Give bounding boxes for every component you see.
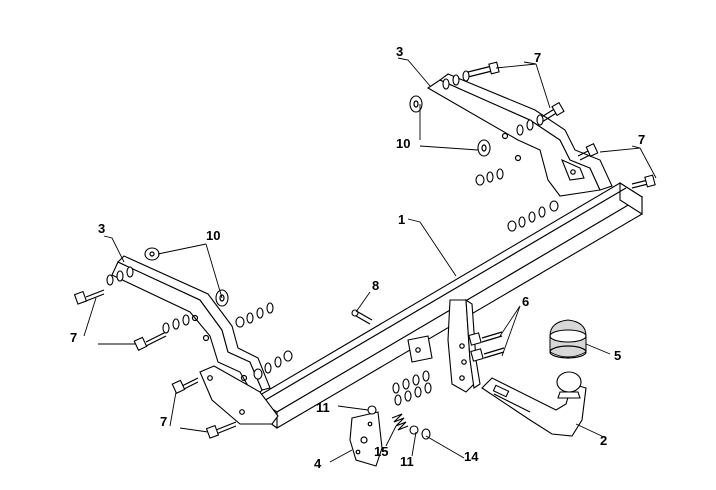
label-part-7-left: 7 [70,330,77,345]
label-part-15: 15 [374,444,388,459]
label-part-6: 6 [522,294,529,309]
bolt-left-top [73,289,105,305]
nuts-center [392,370,432,406]
socket-holder-bracket [407,335,433,363]
tow-ball-neck [481,371,587,437]
spacer-washer-left [144,247,229,307]
label-part-10-upper: 10 [396,136,410,151]
bolt-left-low [171,377,199,394]
center-bracket [447,298,481,393]
label-part-14: 14 [464,449,479,464]
leader-lines [83,57,657,463]
spacer-washer-upper [409,95,491,157]
bolt-socket-lower [470,347,505,362]
label-part-1: 1 [398,212,405,227]
label-part-10-lower: 10 [206,228,220,243]
label-part-8: 8 [372,278,379,293]
label-part-3-upper: 3 [396,44,403,59]
bolt-left-mid [133,331,167,351]
label-part-3-lower: 3 [98,221,105,236]
label-part-4: 4 [314,456,322,471]
bolt-center-short [351,309,373,325]
bolt-socket-upper [468,331,503,346]
label-part-7-right: 7 [638,132,645,147]
bolt-right-mid [577,143,599,161]
label-part-2: 2 [600,433,607,448]
part-labels: 1 2 3 3 4 5 6 7 7 7 7 8 10 10 11 11 14 1… [70,44,645,471]
bolt-left-bottom [205,421,237,439]
bolt-upper-right-top [467,61,500,78]
left-bracket [111,255,271,399]
label-part-7-bottom: 7 [160,414,167,429]
nuts-upper-right-lower [475,168,559,232]
washers-upper-right [442,70,544,136]
label-part-5: 5 [614,348,621,363]
label-part-11-left: 11 [316,400,330,415]
nuts-left [235,302,293,380]
label-part-7-top: 7 [534,50,541,65]
bolt-right-end [631,174,656,189]
spring [391,413,409,431]
label-part-11-right: 11 [400,454,414,469]
right-bracket [426,73,613,197]
left-lower-plate [199,365,279,425]
socket-plate [349,411,383,467]
washers-left [106,266,190,334]
ball-cap [549,319,587,359]
